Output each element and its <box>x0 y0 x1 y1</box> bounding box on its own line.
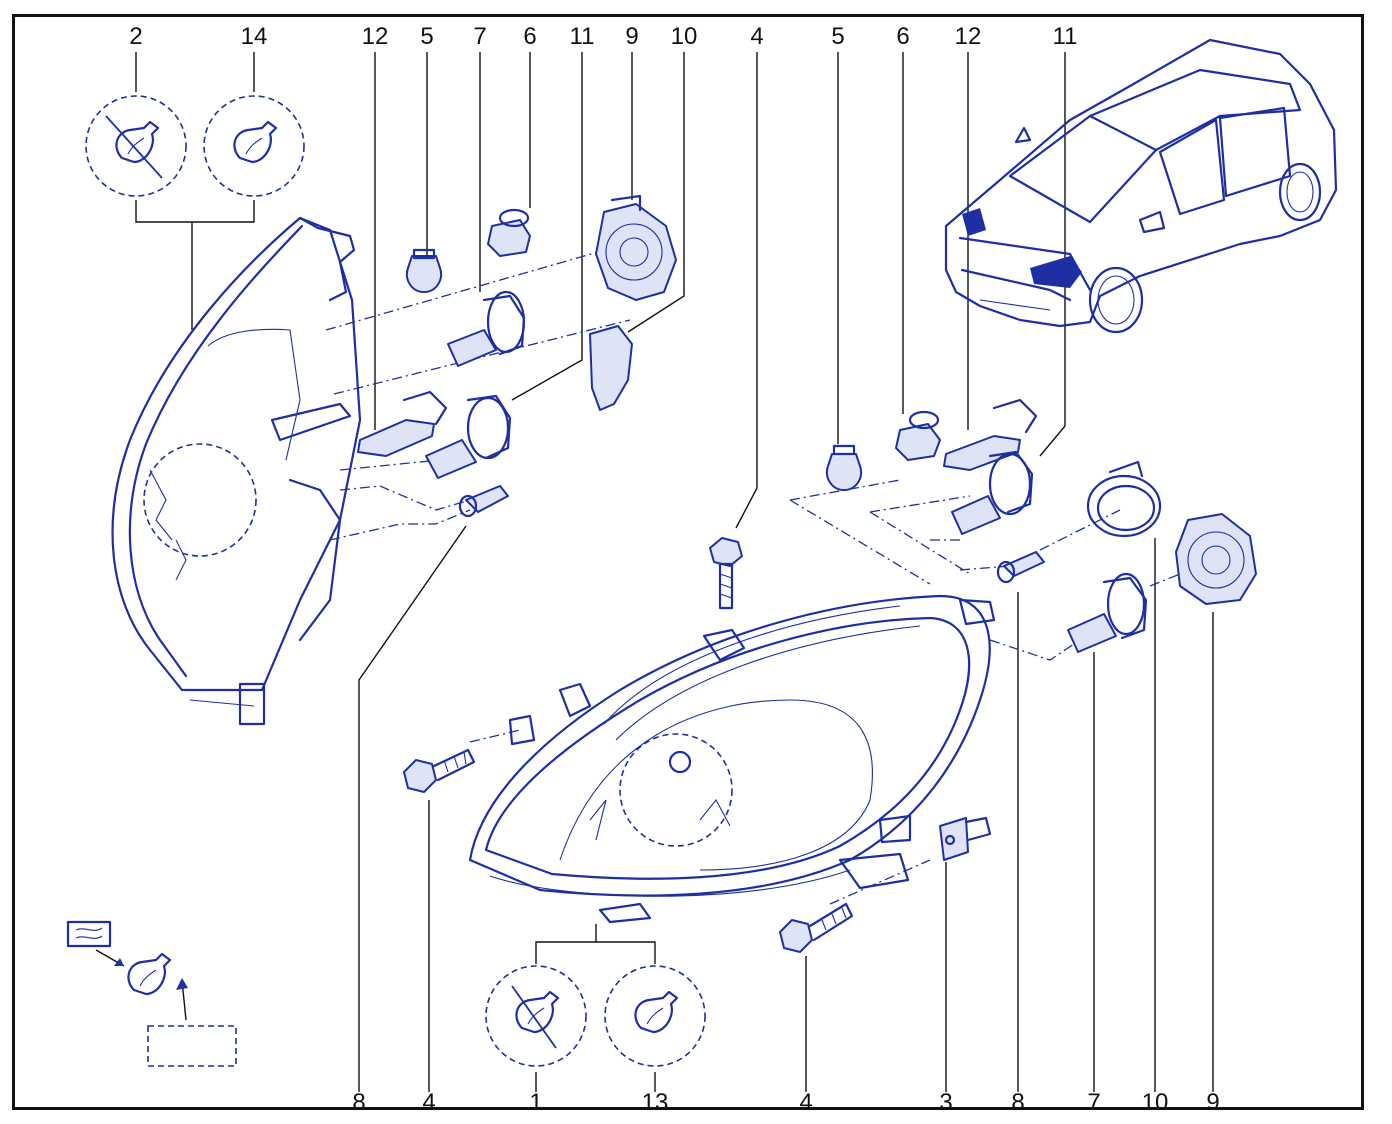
callout-label: 6 <box>523 23 536 50</box>
bulb-icon <box>203 95 305 197</box>
callout-label: 11 <box>1053 23 1078 50</box>
callout-label: 4 <box>422 1089 435 1116</box>
cap-9-right <box>1175 513 1257 605</box>
ring-10-right <box>1086 460 1162 538</box>
bottom-callouts: 8 4 1 13 4 3 8 7 10 9 <box>352 1089 1219 1116</box>
bulb-5-right <box>826 444 862 491</box>
callout-label: 9 <box>625 23 638 50</box>
callout-label: 13 <box>642 1089 669 1116</box>
callout-label: 7 <box>1087 1089 1100 1116</box>
callout-label: 4 <box>799 1089 812 1116</box>
screw-4-top <box>709 537 743 610</box>
callout-label: 5 <box>420 23 433 50</box>
callout-label: 12 <box>955 23 982 50</box>
headlamp-right-front-view <box>468 594 996 924</box>
cap-9-left <box>595 194 677 301</box>
callout-label: 11 <box>570 23 595 50</box>
socket-3 <box>939 816 992 861</box>
callout-label: 8 <box>352 1089 365 1116</box>
callout-label: 10 <box>1142 1089 1169 1116</box>
socket-6-right <box>895 410 941 461</box>
bulb-11-left <box>425 394 512 479</box>
callout-label: 1 <box>529 1089 542 1116</box>
bulb-7-right <box>1067 572 1148 653</box>
callout-label: 6 <box>896 23 909 50</box>
callout-label: 5 <box>831 23 844 50</box>
callout-label: 4 <box>750 23 763 50</box>
screw-4-right <box>779 902 854 953</box>
cover-10-left <box>589 325 633 411</box>
connector-12-right <box>943 398 1038 471</box>
callout-label: 12 <box>362 23 389 50</box>
callout-label: 10 <box>671 23 698 50</box>
diagram-frame <box>12 14 1364 1110</box>
callout-label: 3 <box>939 1089 952 1116</box>
label-tag-icon <box>66 920 125 967</box>
alignment-lines-right <box>469 479 1191 905</box>
bulb-crossed-icon <box>85 95 187 197</box>
top-right-callouts: 5 6 12 11 <box>831 23 1077 50</box>
leader-lines <box>135 52 1214 1092</box>
alignment-lines-left <box>325 239 641 541</box>
bulb-icon <box>127 952 237 1067</box>
callout-label: 14 <box>241 23 268 50</box>
callout-label: 8 <box>1011 1089 1024 1116</box>
bulb-5-left <box>406 248 442 293</box>
bulb-11-right <box>951 450 1034 535</box>
screw-4-left <box>403 748 476 793</box>
bulb-8-right <box>996 551 1045 584</box>
callout-label: 2 <box>129 23 142 50</box>
socket-6-left <box>487 208 531 257</box>
bulb-icon <box>604 965 706 1067</box>
car-illustration <box>944 38 1338 334</box>
connector-12-left <box>357 390 448 457</box>
callout-label: 7 <box>473 23 486 50</box>
top-left-callouts: 2 14 12 5 7 6 11 9 10 4 <box>129 23 763 50</box>
bulb-7-left <box>447 290 526 367</box>
bulb-8-left <box>458 485 509 518</box>
headlamp-left-side-view <box>111 216 362 726</box>
bulb-crossed-icon <box>485 965 587 1067</box>
callout-label: 9 <box>1206 1089 1219 1116</box>
